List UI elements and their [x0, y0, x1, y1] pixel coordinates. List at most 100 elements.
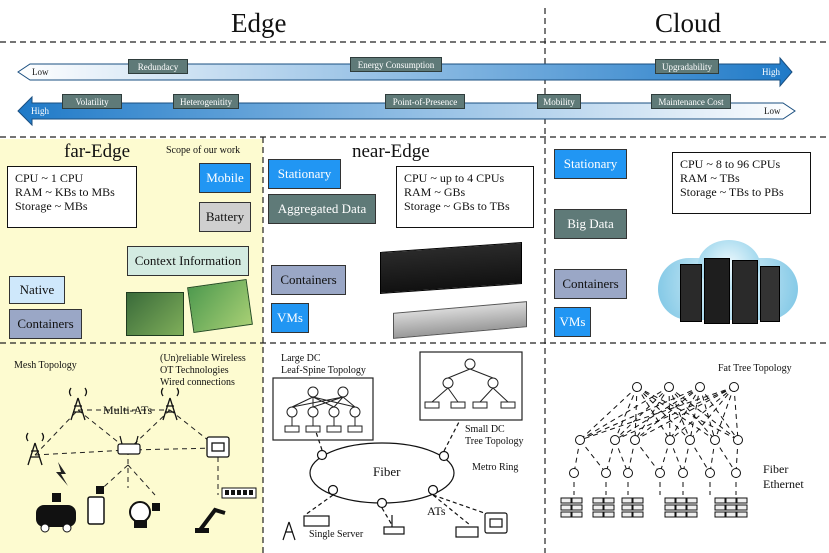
big-data-box: Big Data	[554, 209, 627, 239]
fat-tree-node	[664, 382, 674, 392]
server-rack	[686, 511, 698, 518]
spec-ram: RAM ~ TBs	[680, 171, 740, 185]
mesh-topology-label: Mesh Topology	[14, 360, 77, 371]
top-arrow-high-label: High	[762, 67, 780, 77]
server-rack	[736, 511, 748, 518]
small-dc-label-2: Tree Topology	[465, 436, 524, 447]
stationary-box-near: Stationary	[268, 159, 341, 189]
fiber-label: Fiber	[373, 464, 401, 479]
fat-tree-node	[630, 435, 640, 445]
fat-tree-topology	[560, 382, 748, 518]
spec-cpu: CPU ~ up to 4 CPUs	[404, 171, 505, 185]
fat-tree-node	[610, 435, 620, 445]
fat-tree-node	[655, 468, 665, 478]
top-arrow-low-label: Low	[32, 67, 49, 77]
spec-ram: RAM ~ GBs	[404, 185, 466, 199]
tag-maintenance-cost: Maintenance Cost	[651, 94, 731, 109]
server-rack	[664, 497, 676, 504]
aggregated-data-box: Aggregated Data	[268, 194, 376, 224]
server-rack	[714, 497, 726, 504]
fat-tree-node	[632, 382, 642, 392]
server-rack	[632, 511, 644, 518]
server-rack	[725, 497, 737, 504]
edge-header: Edge	[231, 8, 287, 38]
fat-tree-label: Fat Tree Topology	[718, 363, 792, 374]
top-gradient-arrow	[17, 56, 793, 88]
tag-energy-consumption: Energy Consumption	[350, 57, 442, 72]
server-rack	[603, 511, 615, 518]
server-rack	[686, 504, 698, 511]
server-rack	[725, 504, 737, 511]
spec-storage: Storage ~ TBs to PBs	[680, 185, 784, 199]
large-dc-frame	[272, 377, 374, 441]
cloud-specs: CPU ~ 8 to 96 CPUs RAM ~ TBs Storage ~ T…	[672, 152, 811, 214]
server-rack	[603, 504, 615, 511]
server-rack	[714, 511, 726, 518]
server-rack	[675, 511, 687, 518]
spec-storage: Storage ~ GBs to TBs	[404, 199, 510, 213]
context-information-box: Context Information	[127, 246, 249, 276]
server-rack	[725, 511, 737, 518]
fat-tree-node	[710, 435, 720, 445]
cloud-datacenter-image	[650, 240, 805, 328]
battery-box: Battery	[199, 202, 251, 232]
spec-ram: RAM ~ KBs to MBs	[15, 185, 115, 199]
ats-label: ATs	[427, 504, 446, 518]
ethernet-switch-icon	[206, 436, 230, 458]
containers-box-far: Containers	[9, 309, 82, 339]
containers-box-near: Containers	[271, 265, 346, 295]
server-rack	[560, 504, 572, 511]
server-rack	[621, 497, 633, 504]
tree-topology	[424, 358, 516, 409]
fat-tree-node	[705, 468, 715, 478]
stationary-box-cloud: Stationary	[554, 149, 627, 179]
tag-point-of-presence: Point-of-Presence	[385, 94, 465, 109]
fat-tree-node	[733, 435, 743, 445]
server-rack	[664, 511, 676, 518]
vms-box-cloud: VMs	[554, 307, 591, 337]
lightning-icon	[56, 462, 68, 486]
server-rack	[714, 504, 726, 511]
fat-tree-node	[623, 468, 633, 478]
server-rack	[736, 497, 748, 504]
fat-tree-node	[569, 468, 579, 478]
fat-tree-node	[665, 435, 675, 445]
server-rack	[675, 504, 687, 511]
metro-ring	[304, 419, 491, 526]
server-rack	[632, 504, 644, 511]
bottom-arrow-high-label: High	[31, 106, 49, 116]
near-edge-devices	[282, 512, 508, 541]
server-rack	[621, 511, 633, 518]
server-rack	[571, 504, 583, 511]
fat-tree-node	[685, 435, 695, 445]
single-server-label: Single Server	[309, 529, 364, 540]
router-icon	[117, 435, 141, 455]
far-edge-title: far-Edge	[64, 141, 131, 162]
bottom-arrow-low-label: Low	[764, 106, 781, 116]
fat-tree-node	[729, 382, 739, 392]
wireless-label-2: OT Technologies	[160, 365, 229, 376]
fat-tree-node	[601, 468, 611, 478]
server-rack	[560, 511, 572, 518]
server-rack	[675, 497, 687, 504]
fat-tree-node	[731, 468, 741, 478]
leaf-spine-topology	[284, 386, 363, 433]
server-rack	[560, 497, 572, 504]
large-dc-label-2: Leaf-Spine Topology	[281, 365, 366, 376]
large-dc-label-1: Large DC	[281, 353, 321, 364]
small-dc-label-1: Small DC	[465, 424, 505, 435]
near-edge-title: near-Edge	[352, 141, 430, 162]
near-edge-specs: CPU ~ up to 4 CPUs RAM ~ GBs Storage ~ G…	[396, 166, 534, 228]
server-rack	[571, 511, 583, 518]
fiber-ethernet-label-2: Ethernet	[763, 477, 804, 491]
fat-tree-node	[695, 382, 705, 392]
tag-volatility: Volatility	[62, 94, 122, 109]
multi-ats-label: Multi-ATs	[103, 403, 153, 417]
server-rack	[621, 504, 633, 511]
compute-module-image	[126, 292, 184, 336]
wireless-label-1: (Un)reliable Wireless	[160, 353, 246, 364]
server-rack	[736, 504, 748, 511]
tag-heterogeneity: Heterogenitity	[173, 94, 239, 109]
spec-cpu: CPU ~ 8 to 96 CPUs	[680, 157, 781, 171]
device-icons	[36, 486, 257, 533]
